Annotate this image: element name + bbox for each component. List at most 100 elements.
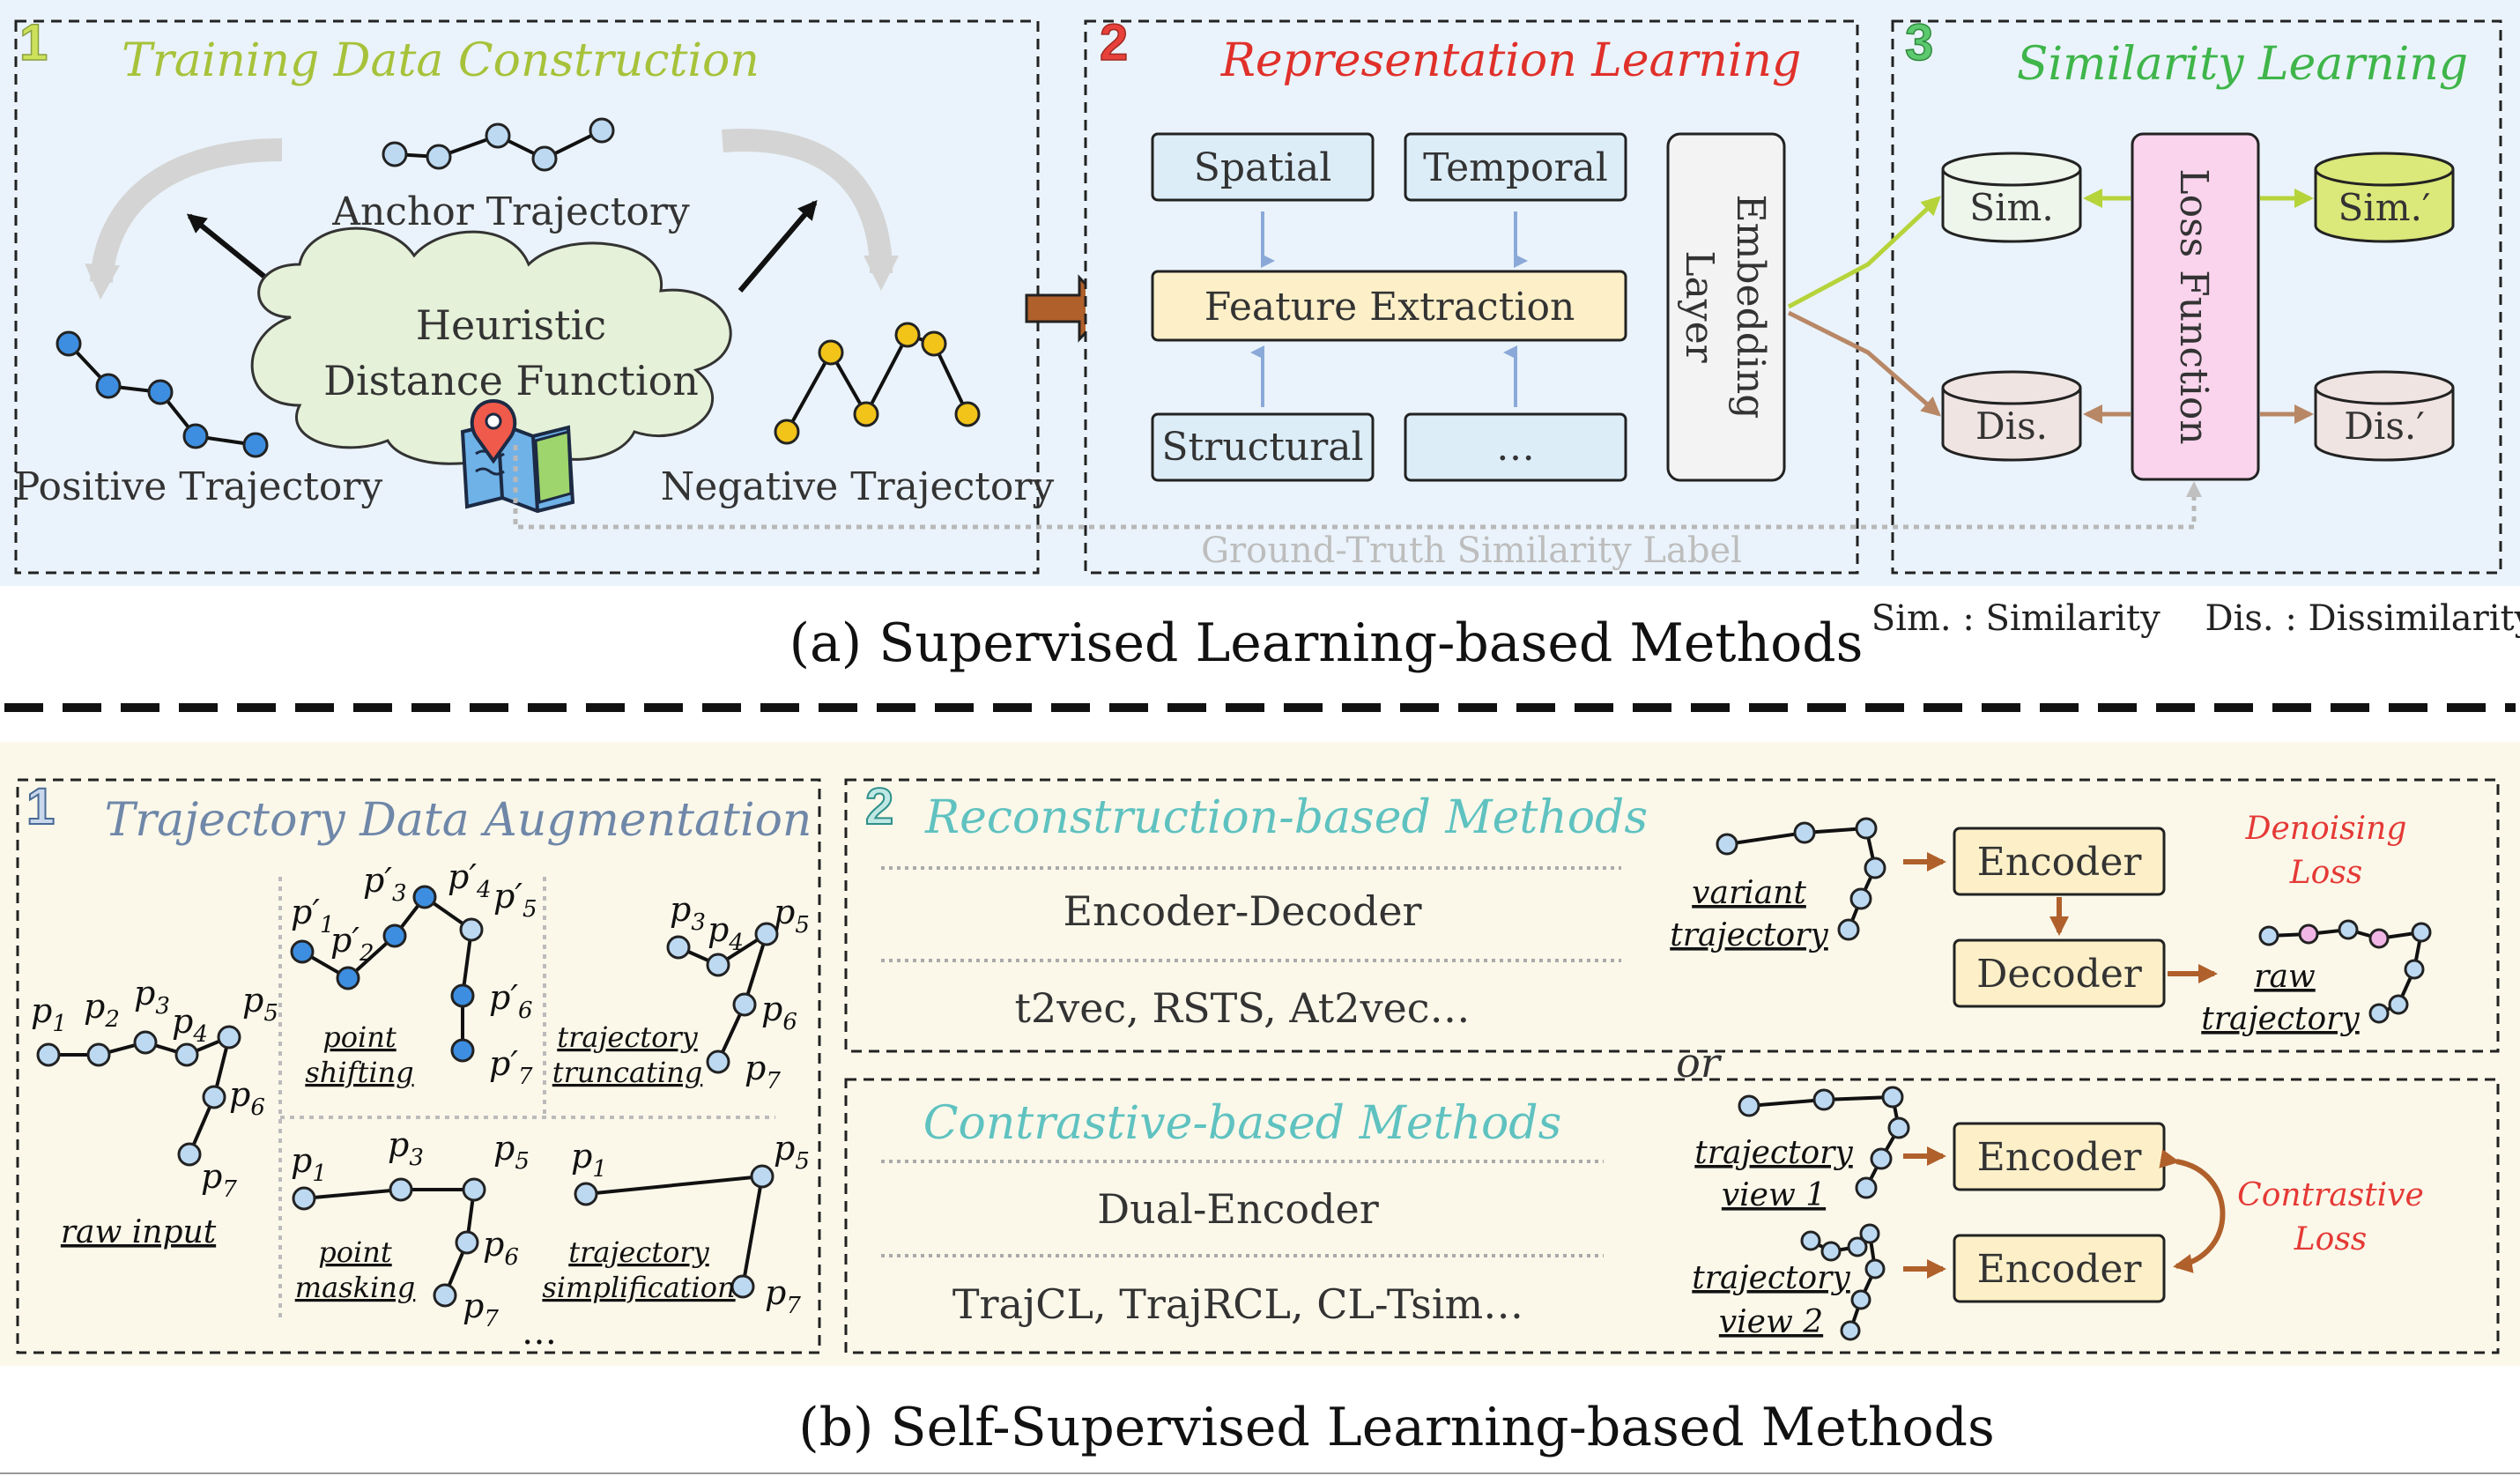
arrow-to-dis (1787, 310, 1942, 417)
svg-text:p1: p1 (571, 1137, 607, 1183)
caption-supervised: (a) Supervised Learning-based Methods (789, 612, 1864, 674)
arrow-to-negative (737, 199, 818, 293)
svg-text:p7: p7 (765, 1273, 801, 1319)
feature-extraction-box (1151, 270, 1627, 342)
svg-text:p′3: p′3 (363, 861, 407, 907)
ssl-step1-badge: 1 (26, 778, 55, 835)
contrastive-double-arrow (2159, 1149, 2226, 1273)
cloud-line1: Heuristic (416, 301, 606, 349)
svg-text:p7: p7 (745, 1049, 781, 1094)
anchor-trajectory-label: Anchor Trajectory (331, 189, 690, 234)
curve-arrow-right (722, 129, 899, 291)
contrastive-examples: TrajCL, TrajRCL, CL-Tsim… (952, 1280, 1523, 1328)
trajectory-simplification-label-2: simplification (542, 1271, 735, 1304)
variant-label-2: trajectory (1670, 917, 1828, 953)
sim-label: Sim. (1969, 186, 2053, 229)
cloud-line2: Distance Function (323, 357, 699, 404)
spatial-label: Spatial (1194, 145, 1332, 190)
legend-text: Sim. : Similarity Dis. : Dissimilarity (1871, 598, 2520, 639)
negative-trajectory (774, 322, 981, 445)
trajectory-simplification: p1 p5 p7 (571, 1129, 810, 1319)
trajectory-simplification-label-1: trajectory (568, 1235, 709, 1269)
ground-truth-line (513, 445, 2202, 530)
temporal-label: Temporal (1423, 145, 1608, 190)
embedding-line1: Embedding (1728, 195, 1773, 419)
contrastive-title: Contrastive-based Methods (923, 1097, 1562, 1150)
arrow-to-sim (1787, 196, 1941, 309)
spatial-box (1151, 132, 1375, 202)
dis-prime-cylinder (2314, 370, 2455, 462)
recon-encoder-label: Encoder (1977, 840, 2143, 885)
trajectory-truncating-label-1: trajectory (557, 1020, 698, 1054)
step1-badge: 1 (19, 14, 48, 71)
more-features-box (1404, 412, 1627, 482)
trajectory-truncating-label-2: truncating (552, 1056, 703, 1089)
view2-label-2: view 2 (1719, 1304, 1823, 1340)
sim-prime-cylinder (2314, 152, 2455, 243)
augmentation-title: Trajectory Data Augmentation (105, 794, 812, 847)
loss-function-label: Loss Function (2171, 168, 2216, 444)
raw-trajectory-output (2258, 919, 2432, 1024)
svg-text:p1: p1 (31, 991, 67, 1037)
positive-trajectory-label: Positive Trajectory (14, 464, 383, 509)
point-masking-label-1: point (318, 1235, 392, 1269)
feature-extraction-label: Feature Extraction (1204, 285, 1575, 330)
sim-prime-label: Sim.′ (2338, 186, 2431, 229)
embedding-line2: Layer (1677, 250, 1722, 363)
structural-label: Structural (1161, 425, 1363, 470)
raw-label-1: raw (2254, 959, 2316, 995)
step3-badge: 3 (1905, 14, 1933, 71)
caption-self-supervised: (b) Self-Supervised Learning-based Metho… (798, 1397, 1995, 1458)
view2-label-1: trajectory (1692, 1260, 1850, 1296)
variant-trajectory (1716, 817, 1886, 941)
embedding-layer-box (1666, 132, 1786, 482)
contrast-encoder-2-label: Encoder (1977, 1247, 2143, 1292)
curve-arrow-left (85, 138, 283, 300)
negative-trajectory-label: Negative Trajectory (661, 464, 1055, 509)
caption-a-band (0, 586, 2520, 674)
reconstruction-examples: t2vec, RSTS, At2vec… (1014, 984, 1470, 1032)
structural-box (1151, 412, 1375, 482)
similarity-learning-title: Similarity Learning (2017, 38, 2468, 91)
augmentation-panel (16, 778, 821, 1354)
trajectory-truncating: p3 p4 p5 p6 p7 (666, 890, 810, 1094)
point-shifting-label-1: point (322, 1020, 397, 1054)
reconstruction-title: Reconstruction-based Methods (924, 791, 1648, 844)
variant-label-1: variant (1692, 875, 1806, 911)
training-data-title: Training Data Construction (122, 34, 760, 87)
dis-prime-label: Dis.′ (2344, 404, 2425, 448)
dis-label: Dis. (1975, 404, 2048, 448)
sim-cylinder (1941, 152, 2082, 243)
dual-encoder-label: Dual-Encoder (1097, 1185, 1379, 1233)
ground-truth-label: Ground-Truth Similarity Label (1201, 530, 1742, 571)
dis-cylinder (1941, 370, 2082, 462)
augmentation-ellipsis: … (522, 1312, 557, 1353)
view1-label-1: trajectory (1694, 1135, 1853, 1171)
contrast-encoder-1-label: Encoder (1977, 1135, 2143, 1180)
point-masking-label-2: masking (295, 1271, 416, 1304)
distance-function-cloud (250, 226, 732, 465)
raw-input-label: raw input (61, 1214, 217, 1250)
ssl-step2-badge: 2 (865, 778, 893, 835)
more-features-label: … (1496, 425, 1535, 470)
denoising-loss-1: Denoising (2245, 811, 2407, 847)
trajectory-view-2 (1800, 1223, 1886, 1341)
svg-text:p1: p1 (291, 1141, 327, 1187)
contrastive-loss-2: Loss (2294, 1221, 2368, 1257)
raw-input-trajectory: p1 p2 p3 p4 p5 p6 p7 (31, 974, 278, 1203)
reconstruction-panel (844, 778, 2500, 1053)
point-shifting-label-2: shifting (305, 1056, 413, 1089)
anchor-trajectory (382, 117, 615, 172)
recon-encoder-box (1953, 827, 2166, 896)
contrastive-loss-1: Contrastive (2237, 1177, 2424, 1213)
representation-learning-title: Representation Learning (1220, 34, 1802, 87)
loss-function-box (2131, 132, 2260, 481)
temporal-box (1404, 132, 1627, 202)
trajectory-view-1 (1738, 1086, 1910, 1199)
point-shifting-trajectory: p′1 p′2 p′3 p′4 p′5 p′6 p′7 (290, 857, 537, 1090)
encoder-decoder-label: Encoder-Decoder (1063, 887, 1421, 935)
positive-trajectory (56, 330, 269, 458)
svg-text:p′1: p′1 (291, 893, 335, 938)
decoder-box (1953, 938, 2166, 1008)
view1-label-2: view 1 (1722, 1177, 1826, 1213)
